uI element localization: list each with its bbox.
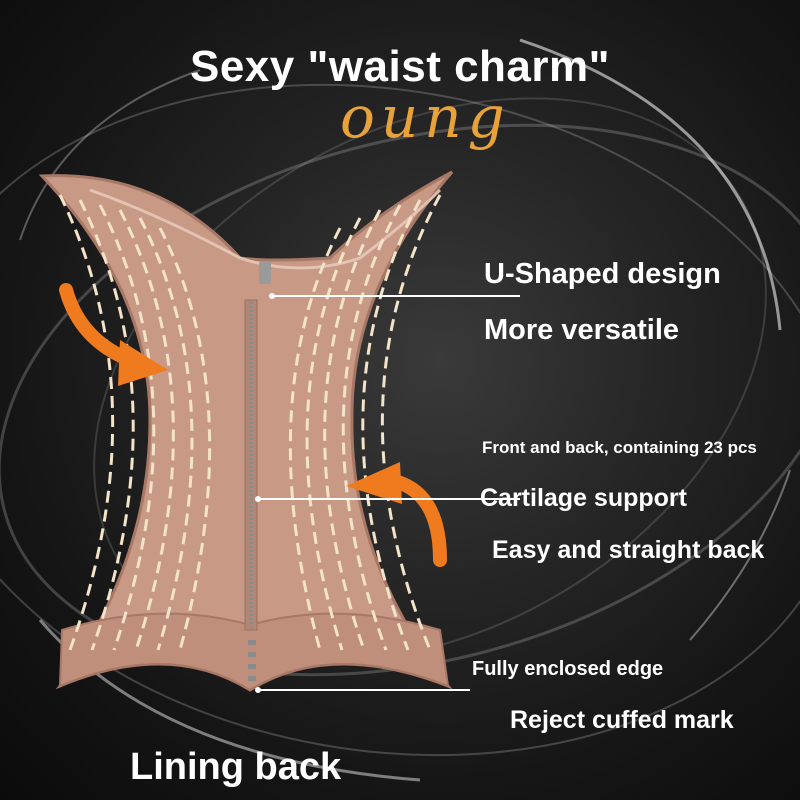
- center-zipper: [244, 262, 271, 631]
- bones-note: Front and back, containing 23 pcs: [482, 438, 757, 457]
- edge-subtitle: Reject cuffed mark: [510, 706, 734, 734]
- u-shaped-title: U-Shaped design: [484, 258, 721, 290]
- curved-arrow-icon: [346, 462, 402, 504]
- lining-back-label: Lining back: [130, 746, 342, 788]
- cartilage-subtitle: Easy and straight back: [492, 536, 765, 564]
- u-shaped-subtitle: More versatile: [484, 314, 680, 346]
- lining-band: [58, 612, 450, 692]
- edge-title: Fully enclosed edge: [472, 658, 664, 680]
- brand-script-logo: oung: [340, 83, 511, 151]
- cartilage-title: Cartilage support: [480, 484, 687, 512]
- left-boning: [58, 194, 212, 651]
- u-shaped-edge: [89, 188, 442, 270]
- brand-script-text: oung: [340, 83, 511, 151]
- right-boning: [288, 194, 442, 651]
- curved-arrow-icon: [118, 340, 168, 386]
- headline: Sexy "waist charm": [189, 42, 611, 91]
- hook-closures: [248, 640, 256, 681]
